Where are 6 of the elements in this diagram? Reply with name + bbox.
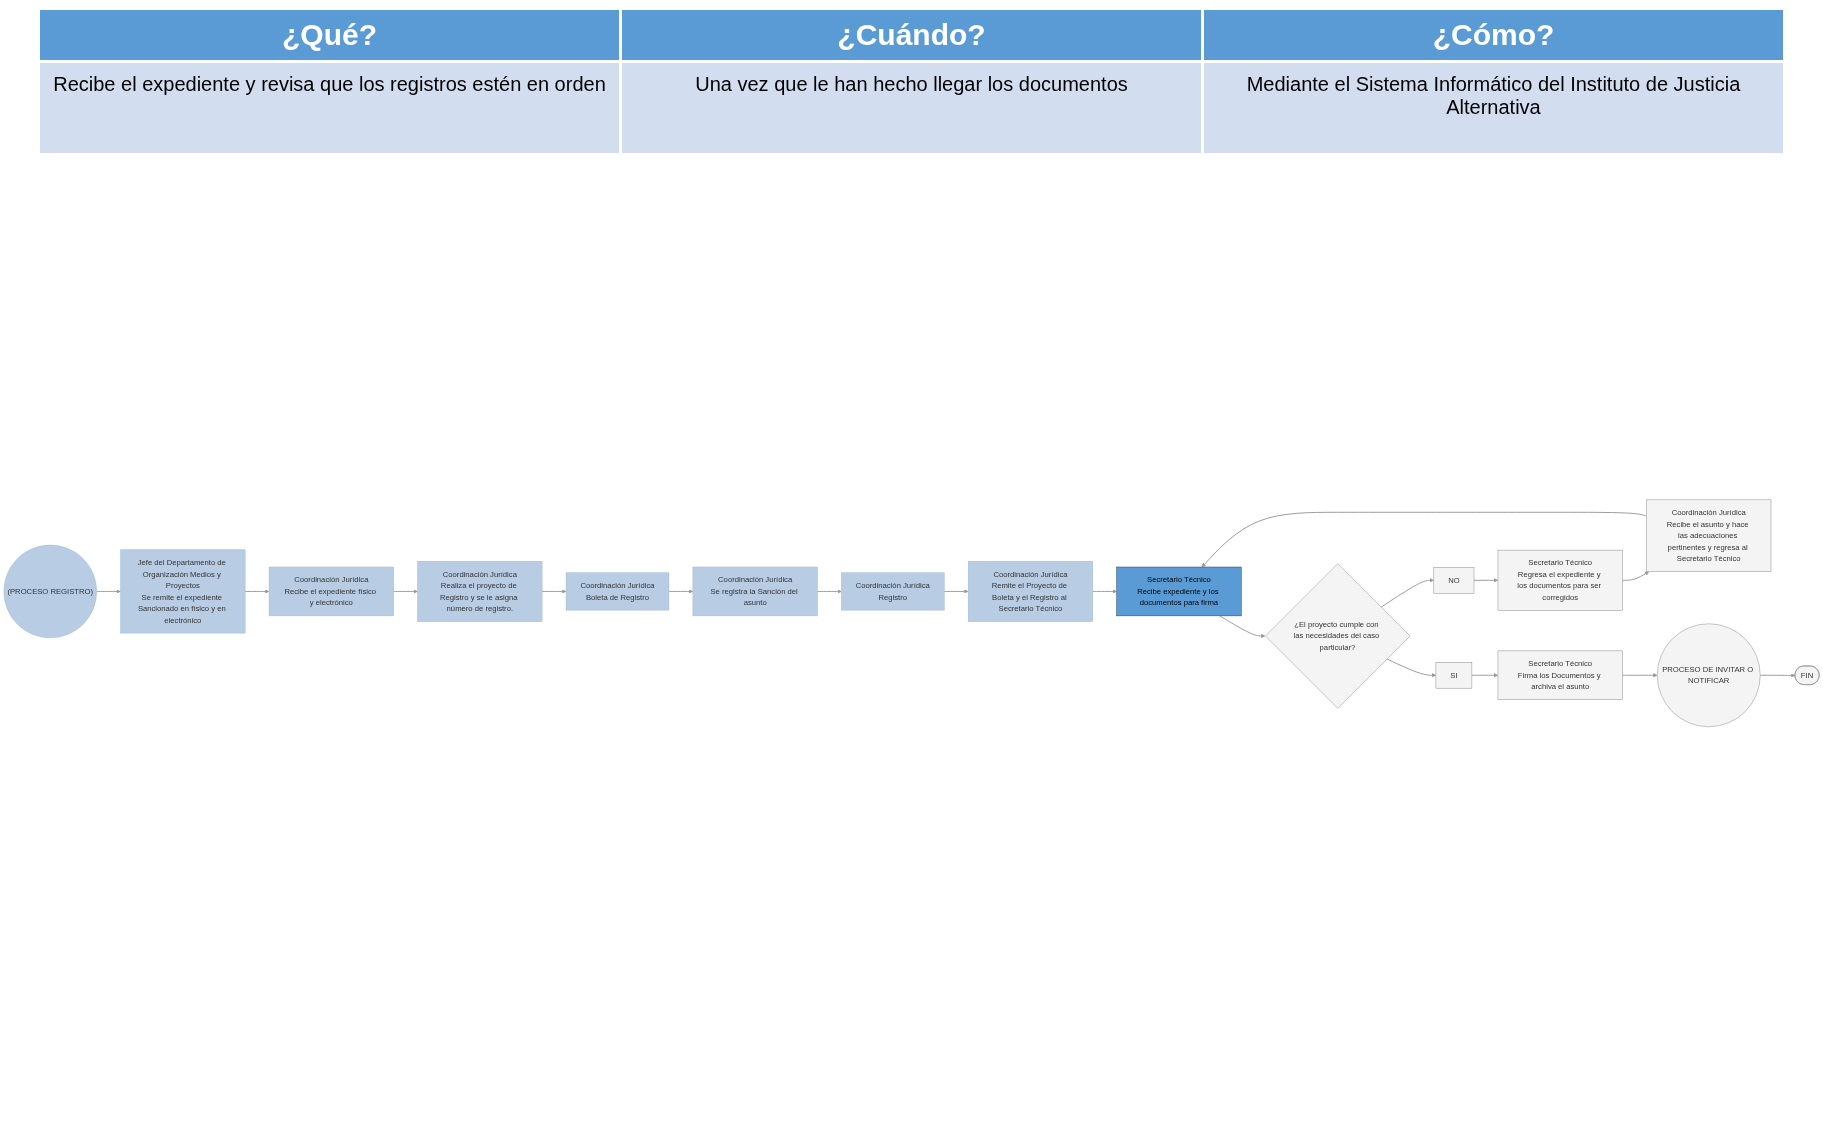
column-header: ¿Qué? xyxy=(40,10,619,60)
column-header: ¿Cuándo? xyxy=(622,10,1201,60)
table-cell: Una vez que le han hecho llegar los documentos xyxy=(622,63,1201,153)
table-cell: Recibe el expediente y revisa que los registros estén en orden xyxy=(40,63,619,153)
column-header: ¿Cómo? xyxy=(1204,10,1783,60)
table-cell: Mediante el Sistema Informático del Instituto de Justicia Alternativa xyxy=(1204,63,1783,153)
